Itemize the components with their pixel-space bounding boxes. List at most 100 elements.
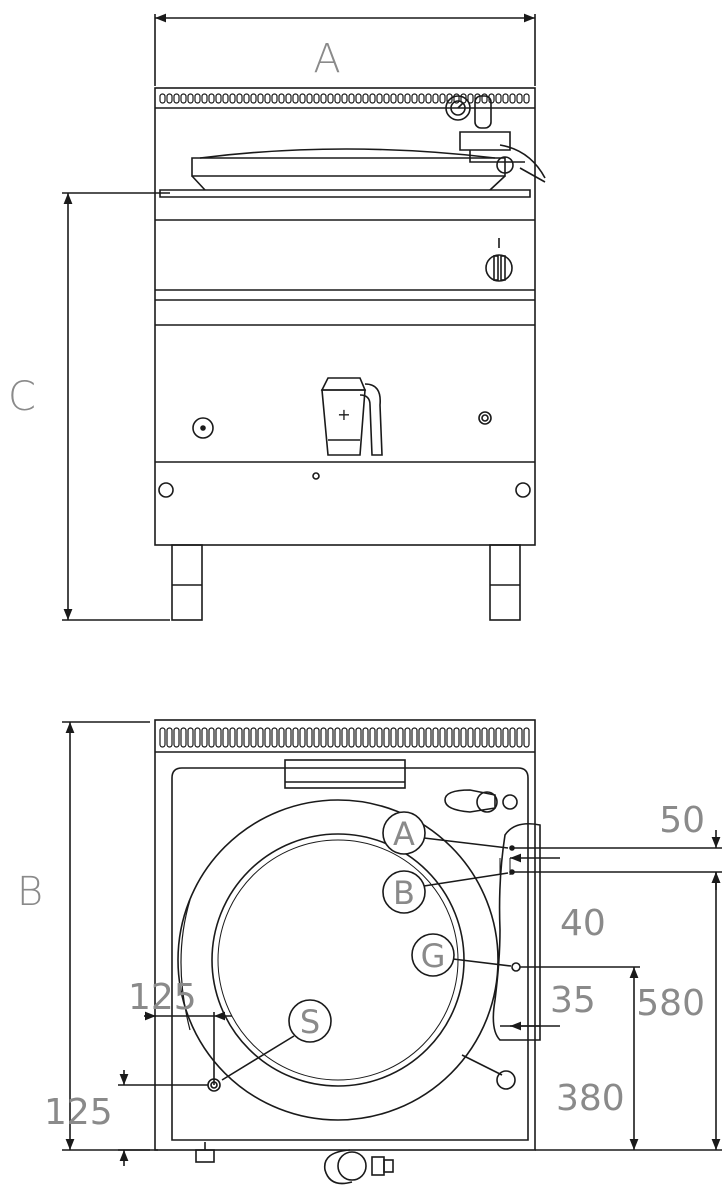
callout-label-b: B <box>393 874 415 912</box>
drain-valve-icon <box>323 1149 394 1185</box>
vent-slot <box>439 93 446 104</box>
vent-slot <box>369 93 376 104</box>
vent-slot <box>411 727 418 748</box>
vent-slot <box>453 727 460 748</box>
vent-slot <box>432 93 439 104</box>
callout-s <box>221 999 332 1081</box>
vent-slot <box>222 727 229 748</box>
vent-slot <box>411 93 418 104</box>
vent-slot <box>516 93 523 104</box>
vent-slot <box>502 93 509 104</box>
callout-label-s: S <box>300 1003 320 1041</box>
callout-g <box>411 933 512 977</box>
bolt-right-icon <box>515 482 531 498</box>
dimension-label-380: 380 <box>556 1078 625 1119</box>
vent-slot <box>481 727 488 748</box>
bolt-left-icon <box>158 482 174 498</box>
vent-slot <box>320 93 327 104</box>
vent-slot <box>173 93 180 104</box>
vent-slot <box>425 93 432 104</box>
vent-slot <box>201 93 208 104</box>
vent-slot <box>516 727 523 748</box>
lid-handle-knob-icon <box>496 1070 516 1090</box>
leg-right <box>489 544 521 621</box>
vent-slot <box>355 727 362 748</box>
vent-slot <box>474 93 481 104</box>
vent-slot <box>488 727 495 748</box>
vent-slot <box>236 93 243 104</box>
vent-slot <box>222 93 229 104</box>
vent-slot <box>173 727 180 748</box>
callout-label-g: G <box>421 937 446 975</box>
callout-b <box>382 870 509 914</box>
vent-slot <box>208 727 215 748</box>
kettle-lid <box>159 148 531 198</box>
vent-slot <box>523 93 530 104</box>
dimension-label-580: 580 <box>636 983 705 1024</box>
kettle-rim-outer <box>177 799 499 1121</box>
vent-slot <box>474 727 481 748</box>
vent-slot <box>215 727 222 748</box>
vent-slot <box>271 93 278 104</box>
vent-slot <box>376 93 383 104</box>
dimension-label-50: 50 <box>659 800 705 841</box>
vent-slot <box>187 93 194 104</box>
vent-slot <box>348 727 355 748</box>
vent-slot <box>194 93 201 104</box>
dimension-label-125-left: 125 <box>44 1092 113 1133</box>
vent-slot <box>460 727 467 748</box>
vent-slot <box>390 727 397 748</box>
vent-slot <box>299 727 306 748</box>
vent-slot <box>369 727 376 748</box>
dimension-125-vertical <box>118 1070 208 1166</box>
vent-slot <box>264 93 271 104</box>
vent-slot <box>243 93 250 104</box>
vent-slot <box>446 727 453 748</box>
indicator-dot-icon <box>312 472 320 480</box>
vent-slot <box>425 727 432 748</box>
safety-valve-icon <box>459 95 546 183</box>
vent-slot <box>362 93 369 104</box>
vent-slot <box>208 93 215 104</box>
vent-slot <box>418 93 425 104</box>
vent-slot <box>201 727 208 748</box>
vent-slot <box>327 727 334 748</box>
ignition-knob-icon <box>192 417 214 439</box>
vent-slot <box>166 93 173 104</box>
vent-slot <box>187 727 194 748</box>
vent-slot <box>264 727 271 748</box>
callout-a <box>382 811 509 855</box>
vent-slot <box>159 727 166 748</box>
pressure-gauge-icon <box>445 95 471 121</box>
vent-slot <box>397 727 404 748</box>
vent-slot <box>383 93 390 104</box>
vent-slot <box>439 727 446 748</box>
vent-slot <box>495 93 502 104</box>
vent-slot <box>243 727 250 748</box>
vent-slot <box>341 727 348 748</box>
vent-slot <box>467 727 474 748</box>
vent-slot <box>509 93 516 104</box>
vent-slot <box>348 93 355 104</box>
connection-duct <box>492 822 541 1041</box>
vent-slot <box>432 727 439 748</box>
front-view: A C <box>8 13 546 621</box>
vent-slot <box>481 93 488 104</box>
kettle-body <box>154 87 536 546</box>
vent-slot <box>194 727 201 748</box>
dimension-a <box>154 13 536 86</box>
vent-slot <box>495 727 502 748</box>
leg-left <box>171 544 203 621</box>
drain-tap-icon <box>320 377 383 456</box>
vent-slot <box>334 727 341 748</box>
vent-slot <box>215 93 222 104</box>
vent-slot <box>250 727 257 748</box>
vent-slot <box>292 93 299 104</box>
callout-label-a: A <box>393 815 415 853</box>
vent-slot <box>453 93 460 104</box>
drain-outlet-icon <box>195 1142 215 1163</box>
vent-slot <box>257 727 264 748</box>
vent-slot <box>341 93 348 104</box>
vent-slot <box>285 93 292 104</box>
